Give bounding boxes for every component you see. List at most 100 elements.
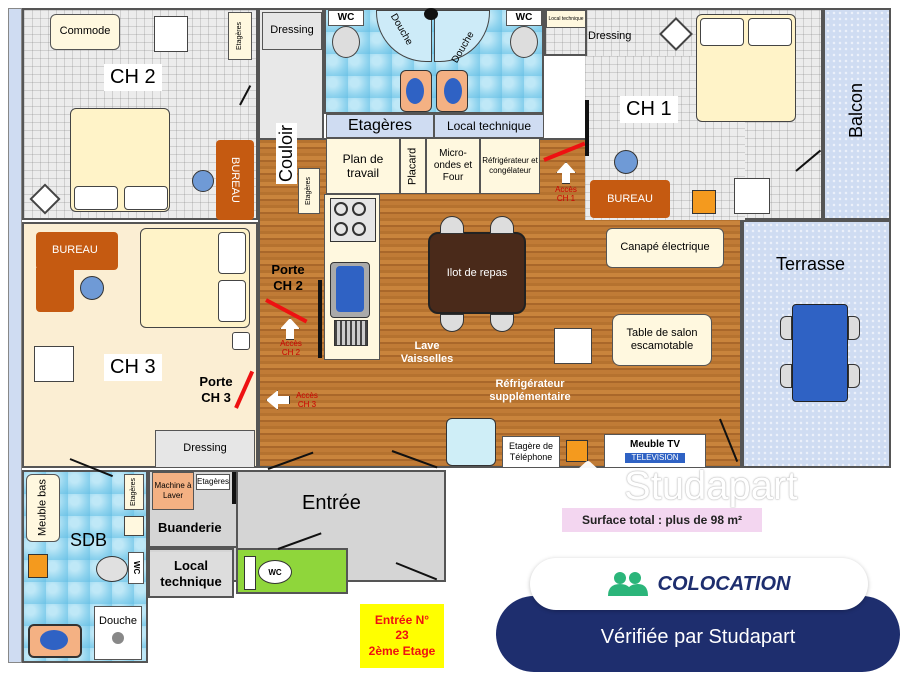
meuble-bas: Meuble bas	[26, 474, 60, 542]
commode-label: Commode	[59, 25, 111, 38]
cooktop-burner-3	[334, 222, 348, 236]
acces-ch1-text: Accès CH 1	[555, 185, 577, 203]
etageres-ch2: Etagères	[228, 12, 252, 60]
wc-green-label: WC	[268, 567, 282, 577]
sdb-wc-label: WC	[131, 561, 141, 575]
local-technique-bottom: Local technique	[150, 552, 232, 596]
etageres-couloir: Etagères	[298, 168, 320, 214]
house-icon	[561, 461, 615, 511]
surface-text: Surface total : plus de 98 m²	[581, 513, 743, 527]
ch2-bureau: BUREAU	[216, 140, 254, 220]
dishwasher	[334, 320, 368, 346]
acces-ch3-text: Accès CH 3	[296, 391, 318, 409]
room-balcon	[823, 8, 891, 220]
dressing-top-left-label: Dressing	[270, 24, 314, 37]
left-wall	[8, 8, 22, 663]
commode: Commode	[50, 14, 120, 50]
etageres-couloir-label: Etagères	[304, 176, 312, 206]
wall-kitchen	[318, 280, 322, 358]
sdb-label: SDB	[70, 530, 108, 550]
balcon-label: Balcon	[846, 82, 866, 138]
refrigerateur-congelateur: Réfrigérateur et congélateur	[480, 138, 540, 194]
living-orange-cube	[566, 440, 588, 462]
ch2-label: CH 2	[104, 64, 162, 91]
ch1-pillow-1	[700, 18, 744, 46]
etage-text: 2ème Etage	[368, 643, 436, 658]
studapart-logo-text: Studapart	[624, 463, 798, 508]
ch3-nightstand	[232, 332, 250, 350]
local-technique-kitchen-label: Local technique	[446, 118, 532, 133]
ch1-chair	[614, 150, 638, 174]
sdb-orange-stool	[28, 554, 48, 578]
local-technique-bottom-label: Local technique	[160, 558, 222, 589]
verifiee-text: Vérifiée par Studapart	[600, 626, 796, 648]
acces-ch1-label: Accès CH 1	[552, 185, 580, 204]
terrasse-chair-3	[848, 316, 860, 340]
meuble-tv-label: Meuble TV	[629, 439, 680, 451]
dressing-ch3: Dressing	[155, 430, 255, 468]
lave-vaisselles-label: Lave Vaisselles	[400, 340, 454, 366]
etageres-kitchen-label: Etagères	[347, 117, 413, 135]
etageres-buanderie: Etagères	[196, 474, 230, 490]
local-technique-kitchen: Local technique	[434, 114, 544, 138]
extra-fridge	[446, 418, 496, 466]
etageres-sdb-label: Etagères	[129, 477, 137, 507]
meuble-tv: Meuble TV TELEVISION	[604, 434, 706, 468]
surface-badge: Surface total : plus de 98 m²	[562, 508, 762, 532]
terrasse-chair-4	[848, 364, 860, 388]
sdb-wc: WC	[128, 552, 144, 584]
buanderie-label: Buanderie	[158, 520, 222, 535]
wc-left-label: WC	[337, 12, 355, 23]
couloir-label: Couloir	[276, 122, 297, 184]
refrigerateur-congelateur-label: Réfrigérateur et congélateur	[482, 156, 538, 175]
ilot-chair-1	[440, 216, 464, 234]
ch1-label: CH 1	[620, 96, 678, 123]
etageres-kitchen: Etagères	[326, 114, 434, 138]
ch1-pillow-2	[748, 18, 792, 46]
television-label: TELEVISION	[625, 453, 685, 463]
ch1-orange-cube	[692, 190, 716, 214]
micro-ondes: Micro-ondes et Four	[426, 138, 480, 194]
cooktop-burner-2	[352, 202, 366, 216]
ch1-bureau-label: BUREAU	[607, 193, 653, 205]
acces-ch3-label: Accès CH 3	[292, 391, 322, 410]
porte-ch3-text: Porte CH 3	[199, 374, 233, 405]
placard: Placard	[400, 138, 426, 194]
etageres-buanderie-label: Etagères	[196, 477, 230, 487]
colocation-pill: COLOCATION	[530, 558, 868, 610]
wc-right-label: WC	[515, 12, 533, 23]
table-salon: Table de salon escamotable	[612, 314, 712, 366]
ch3-chair	[80, 276, 104, 300]
meuble-bas-label: Meuble bas	[36, 479, 49, 537]
etagere-telephone: Etagère de Téléphone	[502, 436, 560, 468]
machine-a-laver-label: Machine à Laver	[154, 481, 192, 500]
ilot-chair-2	[490, 216, 514, 234]
local-technique-small-label: Local technique	[548, 16, 584, 22]
ch3-bureau-label: BUREAU	[52, 244, 98, 256]
table-salon-label: Table de salon escamotable	[626, 326, 698, 352]
porte-ch2-text: Porte CH 2	[271, 262, 305, 293]
canape-label: Canapé électrique	[620, 241, 710, 254]
ch2-pillow-1	[74, 186, 118, 210]
ch3-pillow-1	[218, 232, 246, 274]
placard-label: Placard	[406, 147, 419, 185]
wc-right: WC	[506, 10, 542, 26]
wc-green-bowl: WC	[258, 560, 292, 584]
toilet-right	[510, 26, 538, 58]
ch2-cabinet	[154, 16, 188, 52]
ilot-label: Ilot de repas	[446, 267, 508, 279]
terrasse-chair-1	[780, 316, 792, 340]
douche-sdb-drain	[112, 632, 124, 644]
plan-de-travail-label: Plan de travail	[342, 151, 384, 180]
canape: Canapé électrique	[606, 228, 724, 268]
studapart-logo: Studapart	[558, 458, 848, 514]
toilet-left	[332, 26, 360, 58]
ilot-chair-3	[440, 314, 464, 332]
entree-number-badge: Entrée N° 23 2ème Etage	[360, 604, 444, 668]
ch3-bureau-l	[36, 232, 118, 270]
shower-head	[424, 8, 438, 20]
terrasse-chair-2	[780, 364, 792, 388]
wc-left: WC	[328, 10, 364, 26]
porte-ch3-label: Porte CH 3	[196, 374, 236, 405]
acces-ch2-text: Accès CH 2	[280, 339, 302, 357]
